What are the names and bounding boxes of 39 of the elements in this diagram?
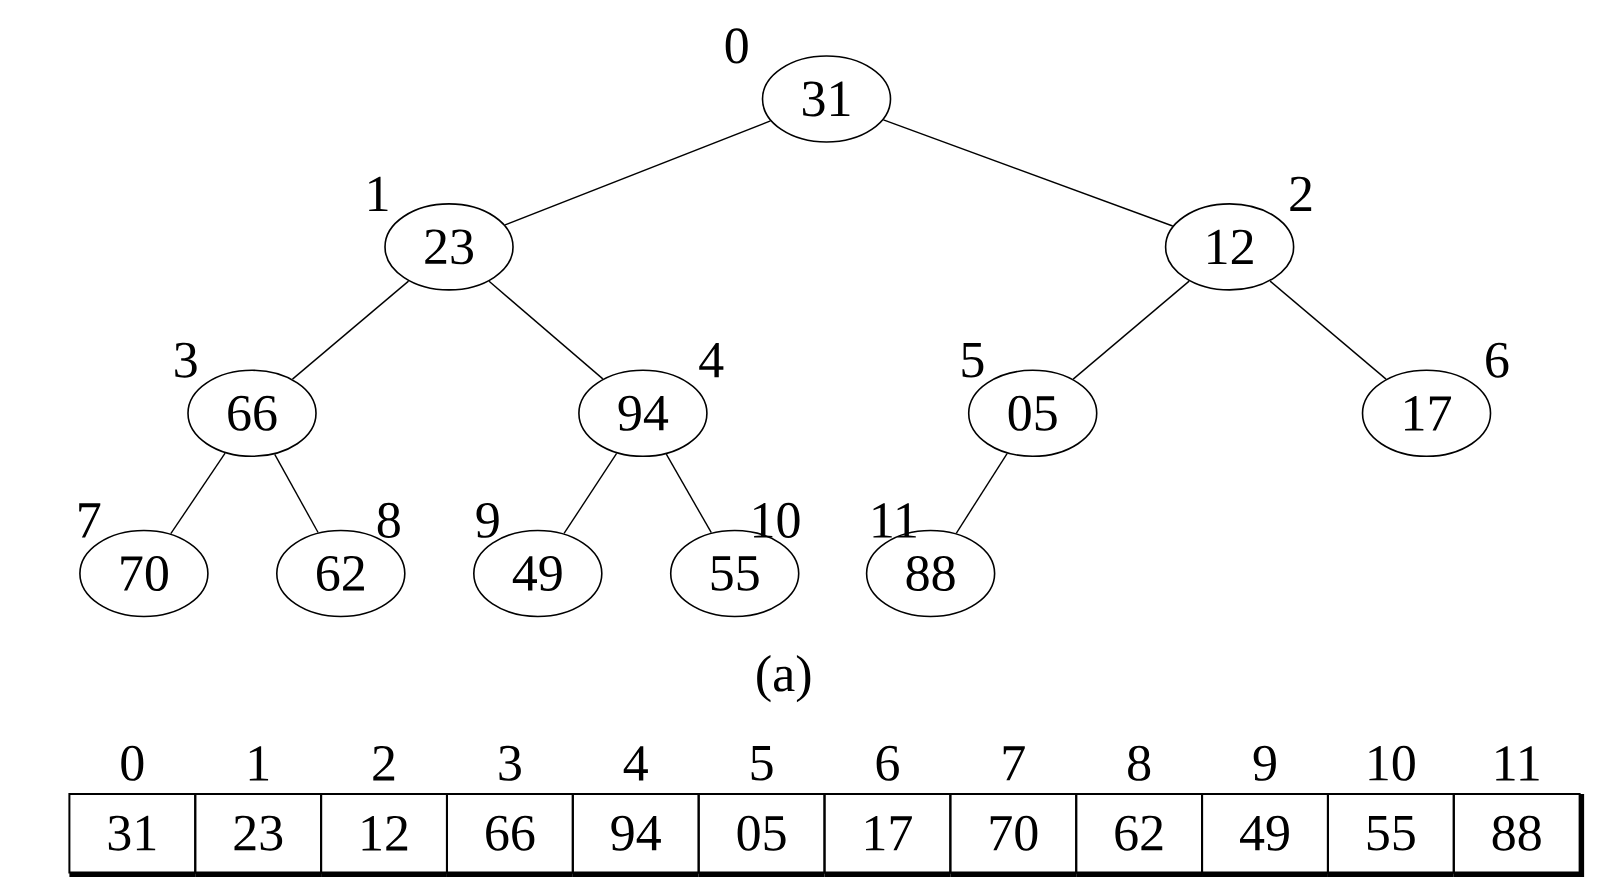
array-cell: 23 xyxy=(194,792,323,877)
index-label: 7 xyxy=(1003,746,1025,781)
tree-edge xyxy=(504,120,772,226)
tree-edge xyxy=(274,453,319,534)
tree-edge xyxy=(665,453,712,534)
tree-edge xyxy=(488,280,604,380)
index-label: 11 xyxy=(1496,746,1539,781)
tree-edge xyxy=(1072,280,1190,380)
array-cell: 62 xyxy=(1075,792,1203,877)
tree-edge xyxy=(955,452,1008,534)
array-cell: 55 xyxy=(1326,792,1455,877)
array-cell: 88 xyxy=(1452,792,1585,877)
index-label: 5 xyxy=(751,746,773,781)
array-cell: 70 xyxy=(949,792,1078,877)
array-cell: 66 xyxy=(446,792,574,877)
tree-node: 94 xyxy=(578,369,708,458)
tree-edge xyxy=(563,452,618,535)
index-label: 0 xyxy=(725,28,748,64)
array-cell: 12 xyxy=(320,792,448,877)
index-label: 2 xyxy=(373,746,395,781)
index-label: 1 xyxy=(249,746,269,781)
tree-node: 31 xyxy=(761,55,892,143)
tree-edge xyxy=(170,452,226,535)
tree-edge xyxy=(882,119,1174,227)
array-cell: 31 xyxy=(68,792,197,877)
caption: (a) xyxy=(757,655,811,703)
index-label: 4 xyxy=(623,746,648,781)
array-cell: 49 xyxy=(1201,792,1329,877)
index-label: 9 xyxy=(1253,745,1276,781)
array-cell: 94 xyxy=(571,792,700,877)
index-label: 3 xyxy=(499,745,521,781)
tree-edge xyxy=(1269,280,1387,380)
array-cell: 05 xyxy=(697,792,826,877)
tree-edge xyxy=(291,280,410,380)
index-label: 6 xyxy=(876,745,899,781)
index-label: 10 xyxy=(1369,745,1415,781)
index-label: 8 xyxy=(1128,745,1151,781)
index-label: 0 xyxy=(121,745,144,781)
array-cell: 17 xyxy=(823,792,952,877)
